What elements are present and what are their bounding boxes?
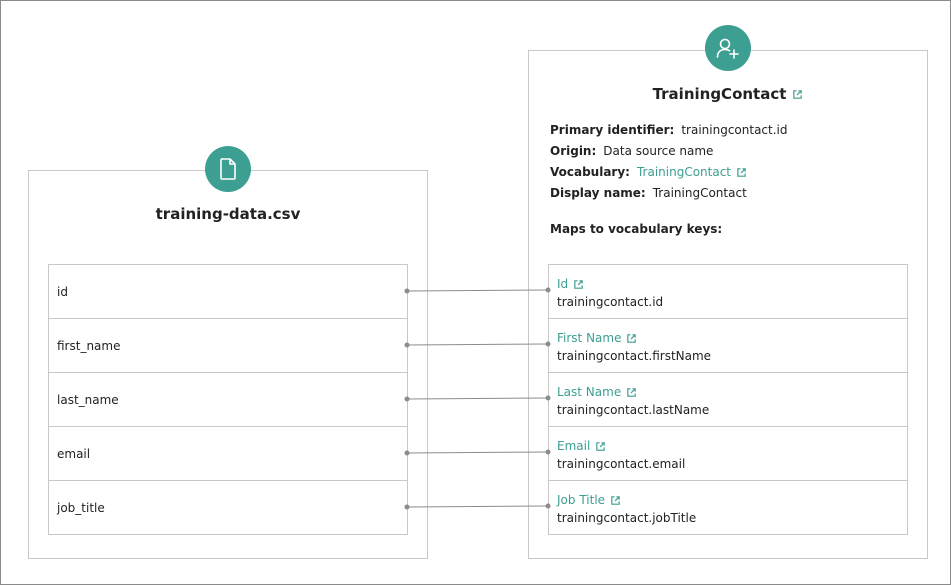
source-card: training-data.csv xyxy=(28,170,428,559)
target-properties: Primary identifier: trainingcontact.id O… xyxy=(550,120,788,204)
source-column-list: id first_name last_name email job_title xyxy=(48,264,408,535)
vocabulary-key-name[interactable]: Email xyxy=(557,439,591,453)
display-name-row: Display name: TrainingContact xyxy=(550,183,788,204)
origin-row: Origin: Data source name xyxy=(550,141,788,162)
column-name: job_title xyxy=(57,500,105,515)
vocabulary-key-link[interactable]: Last Name xyxy=(557,385,907,400)
column-name: email xyxy=(57,446,91,461)
prop-value: Data source name xyxy=(603,144,714,158)
prop-label: Primary identifier: xyxy=(550,123,675,137)
vocabulary-key-list: Id trainingcontact.id First Name trainin… xyxy=(548,264,908,535)
add-user-icon xyxy=(716,38,739,59)
prop-label: Display name: xyxy=(550,186,646,200)
source-column-row[interactable]: email xyxy=(49,427,407,481)
vocabulary-link[interactable]: TrainingContact xyxy=(637,162,747,183)
file-icon xyxy=(220,158,236,180)
source-badge xyxy=(205,146,251,192)
source-column-row[interactable]: job_title xyxy=(49,481,407,534)
target-title-text[interactable]: TrainingContact xyxy=(652,85,787,103)
vocabulary-key-name[interactable]: First Name xyxy=(557,331,622,345)
vocabulary-key-row: First Name trainingcontact.firstName xyxy=(549,319,907,373)
prop-label: Origin: xyxy=(550,144,597,158)
vocabulary-key-name[interactable]: Last Name xyxy=(557,385,622,399)
vocabulary-row: Vocabulary: TrainingContact xyxy=(550,162,788,183)
vocabulary-key-row: Email trainingcontact.email xyxy=(549,427,907,481)
vocabulary-link-text[interactable]: TrainingContact xyxy=(636,165,732,179)
column-name: last_name xyxy=(57,392,119,407)
vocabulary-key-path: trainingcontact.firstName xyxy=(557,349,712,363)
vocabulary-key-path: trainingcontact.id xyxy=(557,295,664,309)
vocabulary-key-name[interactable]: Job Title xyxy=(557,493,606,507)
target-card: TrainingContact Primary identifier: trai… xyxy=(528,50,928,559)
vocabulary-key-link[interactable]: Id xyxy=(557,277,907,292)
vocabulary-key-path: trainingcontact.lastName xyxy=(557,403,710,417)
source-title: training-data.csv xyxy=(155,205,301,223)
maps-label: Maps to vocabulary keys: xyxy=(550,222,723,236)
vocabulary-key-link[interactable]: First Name xyxy=(557,331,907,346)
prop-label: Vocabulary: xyxy=(550,165,630,179)
external-link-icon[interactable] xyxy=(573,279,584,290)
column-name: id xyxy=(57,284,68,299)
external-link-icon[interactable] xyxy=(736,167,747,178)
vocabulary-key-path: trainingcontact.email xyxy=(557,457,686,471)
vocabulary-key-link[interactable]: Email xyxy=(557,439,907,454)
external-link-icon[interactable] xyxy=(792,89,803,100)
external-link-icon[interactable] xyxy=(610,495,621,506)
column-name: first_name xyxy=(57,338,121,353)
vocabulary-key-row: Id trainingcontact.id xyxy=(549,265,907,319)
vocabulary-key-row: Last Name trainingcontact.lastName xyxy=(549,373,907,427)
source-column-row[interactable]: id xyxy=(49,265,407,319)
external-link-icon[interactable] xyxy=(626,333,637,344)
vocabulary-key-path: trainingcontact.jobTitle xyxy=(557,511,697,525)
prop-value: TrainingContact xyxy=(652,186,747,200)
source-column-row[interactable]: first_name xyxy=(49,319,407,373)
external-link-icon[interactable] xyxy=(595,441,606,452)
primary-identifier-row: Primary identifier: trainingcontact.id xyxy=(550,120,788,141)
target-badge xyxy=(705,25,751,71)
external-link-icon[interactable] xyxy=(626,387,637,398)
vocabulary-key-row: Job Title trainingcontact.jobTitle xyxy=(549,481,907,534)
vocabulary-key-name[interactable]: Id xyxy=(557,277,569,291)
vocabulary-key-link[interactable]: Job Title xyxy=(557,493,907,508)
prop-value: trainingcontact.id xyxy=(681,123,788,137)
source-column-row[interactable]: last_name xyxy=(49,373,407,427)
target-title[interactable]: TrainingContact xyxy=(529,85,927,103)
